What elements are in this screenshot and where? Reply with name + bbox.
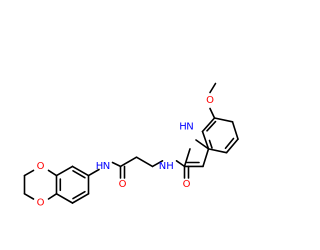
carbonyl-right-oxygen: O bbox=[183, 179, 191, 190]
bond bbox=[71, 165, 90, 177]
bond bbox=[225, 138, 239, 154]
bond bbox=[55, 193, 74, 204]
indole-nitrogen: N bbox=[186, 122, 193, 133]
amide-left-hydrogen: H bbox=[96, 161, 104, 172]
atom-labels: O O H N O N H O H N O bbox=[37, 95, 215, 209]
bond bbox=[209, 107, 216, 119]
oxygen-atom-dioxane-bottom: O bbox=[37, 198, 45, 209]
amide-right-hydrogen: H bbox=[166, 161, 174, 172]
indole-benzene-ring bbox=[201, 117, 239, 154]
bond bbox=[23, 193, 35, 200]
molecule-canvas: O O H N O N H O H N O bbox=[23, 82, 239, 209]
bond bbox=[135, 156, 154, 168]
carbonyl-left-oxygen: O bbox=[119, 179, 127, 190]
dioxane-ring bbox=[23, 169, 58, 200]
bond bbox=[231, 121, 239, 140]
bond bbox=[209, 82, 217, 94]
bond bbox=[72, 190, 86, 200]
methoxy-group bbox=[209, 82, 217, 119]
bond bbox=[213, 117, 234, 123]
bond bbox=[47, 193, 58, 200]
bond bbox=[175, 160, 186, 168]
methoxy-oxygen: O bbox=[206, 95, 214, 106]
amide-left-nitrogen: N bbox=[103, 161, 110, 172]
bond bbox=[55, 165, 74, 177]
amide-right-nitrogen: N bbox=[159, 161, 166, 172]
bond bbox=[151, 160, 164, 168]
bond bbox=[195, 139, 210, 150]
bond bbox=[208, 139, 213, 149]
benzodioxane-benzene-ring bbox=[55, 165, 90, 204]
molecule-structure: O O H N O N H O H N O bbox=[23, 82, 239, 209]
bond bbox=[111, 161, 122, 168]
bond bbox=[47, 169, 58, 177]
amide-linker-chain bbox=[87, 156, 190, 179]
bond bbox=[119, 156, 138, 168]
bond bbox=[201, 117, 216, 133]
bond bbox=[206, 120, 217, 132]
bond bbox=[183, 148, 191, 168]
indole-hydrogen: H bbox=[179, 122, 187, 133]
bond bbox=[201, 130, 210, 150]
bond bbox=[71, 193, 90, 204]
bond bbox=[207, 148, 228, 154]
bond bbox=[23, 169, 35, 177]
indole-pyrrole-ring bbox=[183, 139, 210, 168]
oxygen-atom-dioxane-top: O bbox=[37, 161, 45, 172]
bond bbox=[87, 168, 100, 177]
bond bbox=[202, 148, 210, 168]
bond bbox=[224, 137, 235, 150]
bond bbox=[72, 170, 86, 179]
